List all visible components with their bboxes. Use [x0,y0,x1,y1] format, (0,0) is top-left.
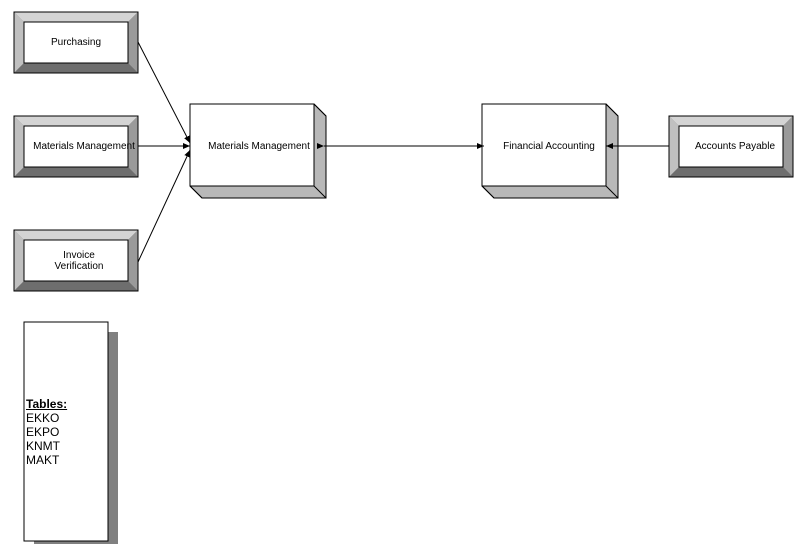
accounts-payable-box: Accounts Payable [668,115,794,178]
table-item: KNMT [26,439,60,453]
materials-management-center-box: Materials Management [189,103,327,199]
connector-invoice-to-mm [137,149,191,263]
materials-management-source-box: Materials Management [13,115,139,178]
table-item: EKPO [26,425,60,439]
tables-box [23,321,118,544]
invoice-verification-label-line1: Invoice [63,250,95,261]
table-item: MAKT [26,453,60,467]
connector-purchasing-to-mm [137,41,191,144]
materials-management-center-label: Materials Management [208,141,310,152]
accounts-payable-label: Accounts Payable [695,141,775,152]
purchasing-box: Purchasing [13,11,139,74]
invoice-verification-label-line2: Verification [55,261,104,272]
purchasing-label: Purchasing [51,37,101,48]
tables-list: Tables: EKKO EKPO KNMT MAKT [26,397,67,467]
financial-accounting-label: Financial Accounting [503,141,595,152]
financial-accounting-box: Financial Accounting [481,103,619,199]
tables-header: Tables: [26,397,68,411]
materials-management-source-label: Materials Management [33,141,135,152]
invoice-verification-box: Invoice Verification [13,229,139,292]
table-item: EKKO [26,411,60,425]
